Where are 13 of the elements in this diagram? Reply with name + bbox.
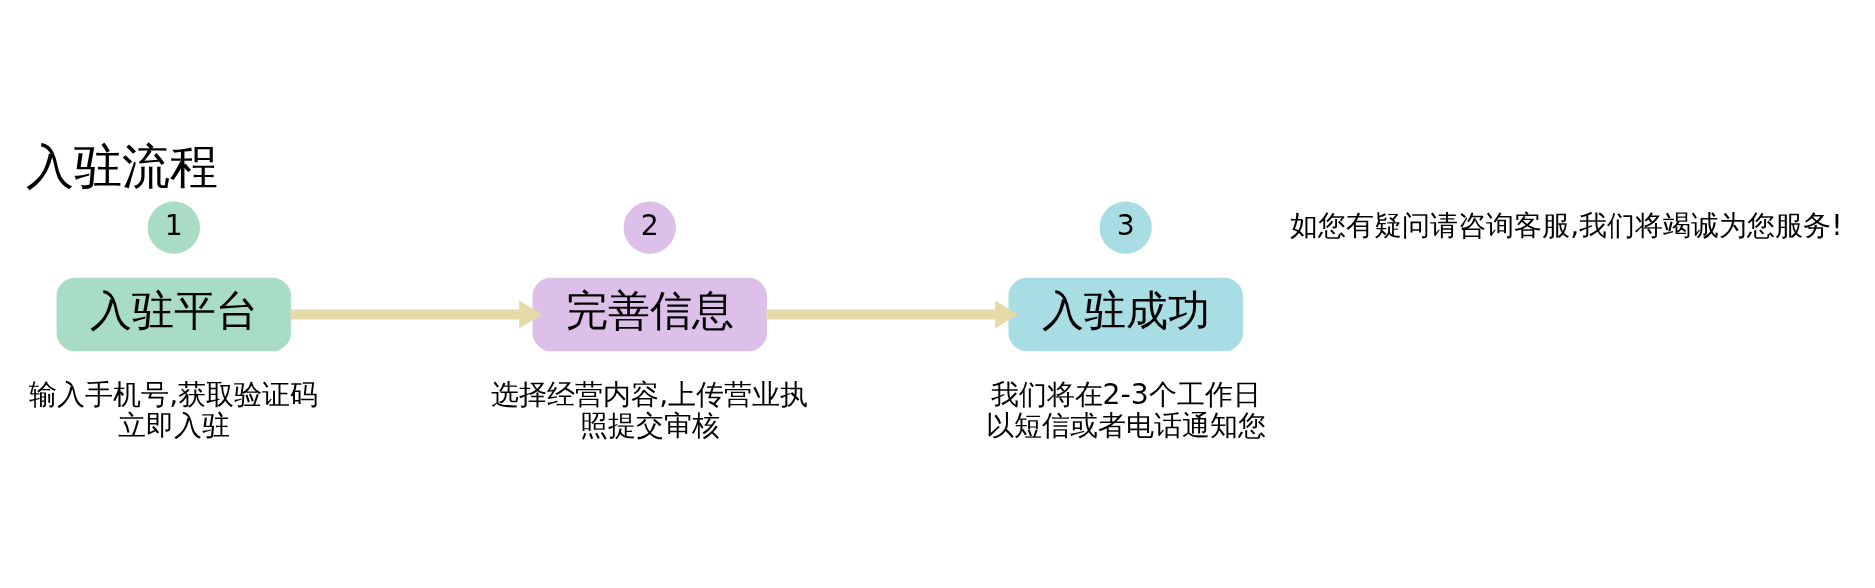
diagram-title: 入驻流程	[26, 137, 219, 194]
arrow	[766, 300, 1018, 329]
node-circle: 3	[1099, 201, 1152, 254]
node-label: 选择经营内容,上传营业执照提交审核	[491, 378, 809, 443]
node-box: 完善信息	[532, 277, 767, 352]
node-circle: 2	[623, 201, 676, 254]
node-box: 入驻平台	[56, 277, 292, 352]
node-label: 输入手机号,获取验证码立即入驻	[29, 378, 319, 443]
node-box: 入驻成功	[1008, 277, 1243, 352]
label: 如您有疑问请咨询客服,我们将竭诚为您服务!	[1290, 208, 1843, 242]
node-circle: 1	[147, 201, 200, 254]
node-label: 我们将在2-3个工作日以短信或者电话通知您	[985, 378, 1266, 443]
arrow	[290, 300, 543, 329]
